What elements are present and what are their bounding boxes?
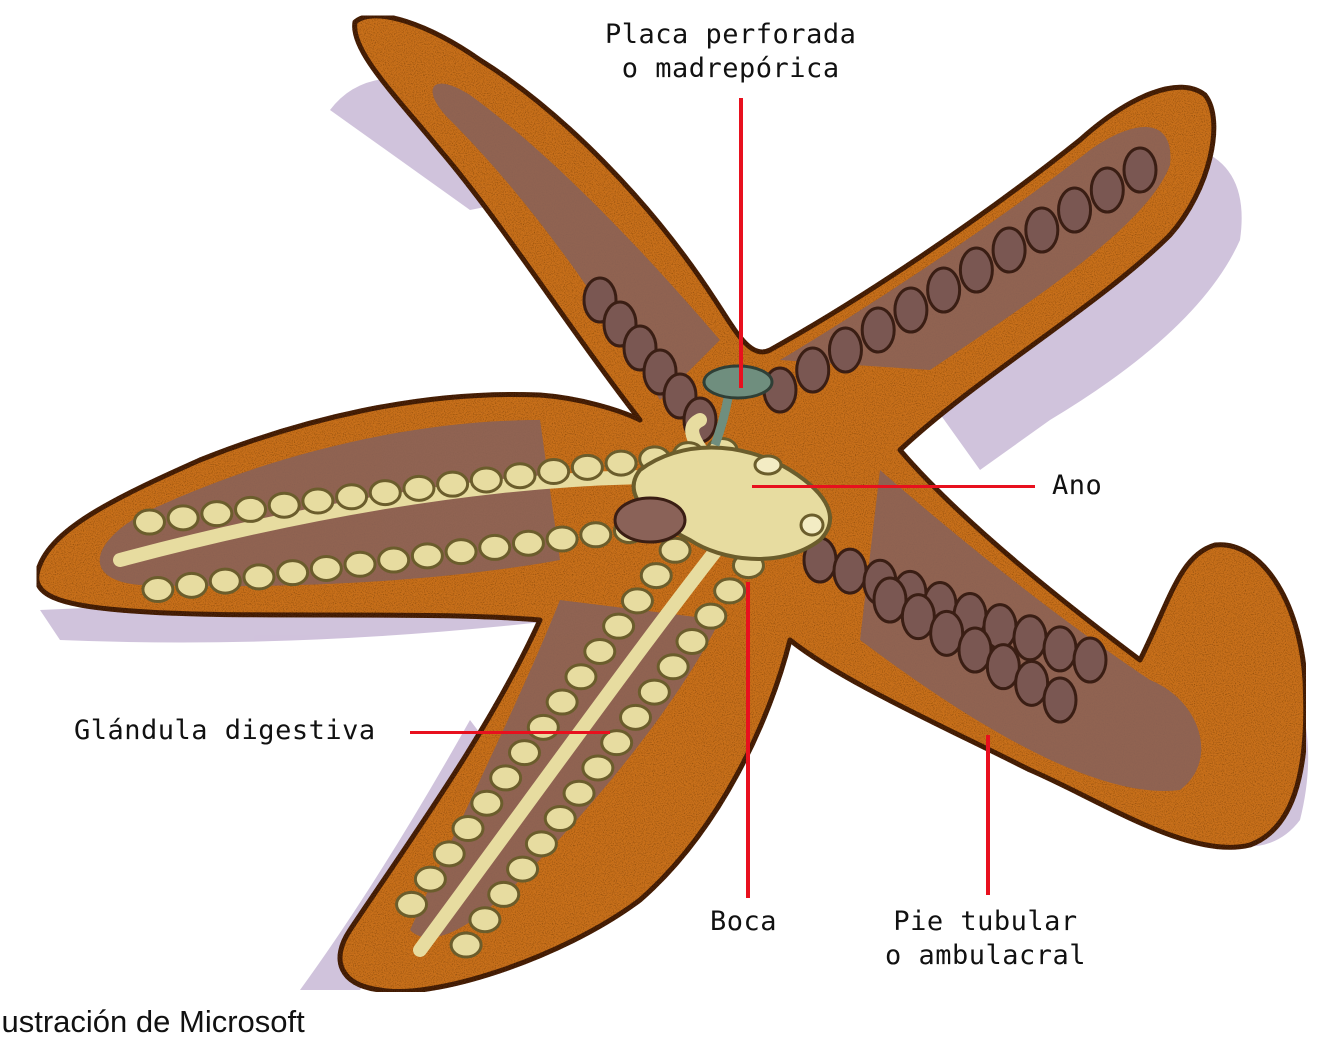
digestive-gland-lobe — [412, 544, 442, 568]
digestive-gland-lobe — [641, 564, 671, 588]
anus-leader-line — [752, 485, 1035, 488]
mouth-label: Boca — [710, 905, 777, 939]
digestive-gland-lobe — [585, 639, 615, 663]
tube-foot — [1059, 188, 1091, 232]
tube-foot — [834, 549, 866, 593]
digestive-gland-label: Glándula digestiva — [74, 714, 376, 748]
tube-foot-leader-line — [986, 735, 990, 895]
digestive-gland-lobe — [143, 578, 173, 602]
madreporite-plate — [704, 366, 772, 398]
tube-foot — [829, 328, 861, 372]
digestive-gland-lobe — [604, 614, 634, 638]
anus-label: Ano — [1052, 469, 1102, 503]
digestive-gland-lobe — [471, 468, 501, 492]
digestive-gland-lobe — [606, 451, 636, 475]
digestive-gland-lobe — [602, 731, 632, 755]
digestive-gland-lobe — [622, 589, 652, 613]
digestive-gland-lobe — [202, 502, 232, 526]
digestive-gland-lobe — [528, 715, 558, 739]
digestive-gland-lobe — [415, 867, 445, 891]
digestive-gland-lobe — [177, 573, 207, 597]
digestive-gland-lobe — [134, 510, 164, 534]
tube-foot — [1026, 208, 1058, 252]
digestive-gland-lobe — [639, 680, 669, 704]
tube-foot — [1091, 168, 1123, 212]
digestive-gland-lobe — [715, 579, 745, 603]
digestive-gland-lobe — [572, 455, 602, 479]
digestive-gland-lobe — [210, 569, 240, 593]
tube-foot — [928, 268, 960, 312]
digestive-gland-lobe — [404, 476, 434, 500]
digestive-gland-lobe — [244, 565, 274, 589]
digestive-gland-lobe — [564, 781, 594, 805]
digestive-gland-lobe — [379, 548, 409, 572]
digestive-gland-lobe — [547, 690, 577, 714]
digestive-gland-lobe — [480, 535, 510, 559]
digestive-gland-lobe — [370, 481, 400, 505]
digestive-gland-leader-line — [410, 731, 610, 734]
digestive-gland-lobe — [509, 741, 539, 765]
digestive-gland-lobe — [658, 655, 688, 679]
digestive-gland-lobe — [438, 472, 468, 496]
mouth-opening — [801, 515, 823, 535]
tube-foot — [1124, 148, 1156, 192]
digestive-gland-lobe — [470, 908, 500, 932]
digestive-gland-lobe — [311, 556, 341, 580]
digestive-gland-lobe — [397, 892, 427, 916]
mouth-leader-line — [746, 582, 750, 898]
digestive-gland-lobe — [513, 531, 543, 555]
digestive-gland-lobe — [278, 561, 308, 585]
digestive-gland-lobe — [526, 832, 556, 856]
digestive-gland-lobe — [434, 842, 464, 866]
digestive-gland-lobe — [696, 604, 726, 628]
madreporite-leader-line — [739, 98, 743, 388]
tube-foot — [895, 288, 927, 332]
digestive-gland-lobe — [236, 497, 266, 521]
digestive-gland-lobe — [451, 933, 481, 957]
illustration-credit: Ilustración de Microsoft — [0, 1004, 305, 1040]
digestive-gland-lobe — [446, 540, 476, 564]
digestive-gland-lobe — [583, 756, 613, 780]
digestive-gland-lobe — [303, 489, 333, 513]
digestive-gland-lobe — [269, 493, 299, 517]
tube-foot — [797, 348, 829, 392]
digestive-gland-lobe — [505, 464, 535, 488]
digestive-gland-lobe — [489, 882, 519, 906]
digestive-gland-lobe — [621, 705, 651, 729]
digestive-gland-lobe — [566, 665, 596, 689]
tube-foot — [1014, 616, 1046, 660]
tube-foot — [993, 228, 1025, 272]
digestive-gland-lobe — [539, 460, 569, 484]
digestive-gland-lobe — [660, 538, 690, 562]
tube-foot — [960, 248, 992, 292]
digestive-gland-lobe — [677, 629, 707, 653]
tube-foot — [862, 308, 894, 352]
digestive-gland-lobe — [345, 552, 375, 576]
digestive-gland-lobe — [491, 766, 521, 790]
digestive-gland-lobe — [337, 485, 367, 509]
tube-foot — [1074, 638, 1106, 682]
digestive-gland-lobe — [545, 807, 575, 831]
digestive-gland-lobe — [547, 527, 577, 551]
madreporite-label: Placa perforada o madrepórica — [605, 18, 856, 86]
tube-foot-label: Pie tubular o ambulacral — [885, 905, 1086, 973]
tube-foot — [1044, 678, 1076, 722]
digestive-gland-lobe — [453, 817, 483, 841]
anus-opening — [755, 456, 781, 474]
stomach-fold — [615, 498, 685, 542]
digestive-gland-lobe — [472, 791, 502, 815]
digestive-gland-lobe — [581, 523, 611, 547]
digestive-gland-lobe — [508, 857, 538, 881]
digestive-gland-lobe — [168, 506, 198, 530]
tube-foot — [1044, 627, 1076, 671]
